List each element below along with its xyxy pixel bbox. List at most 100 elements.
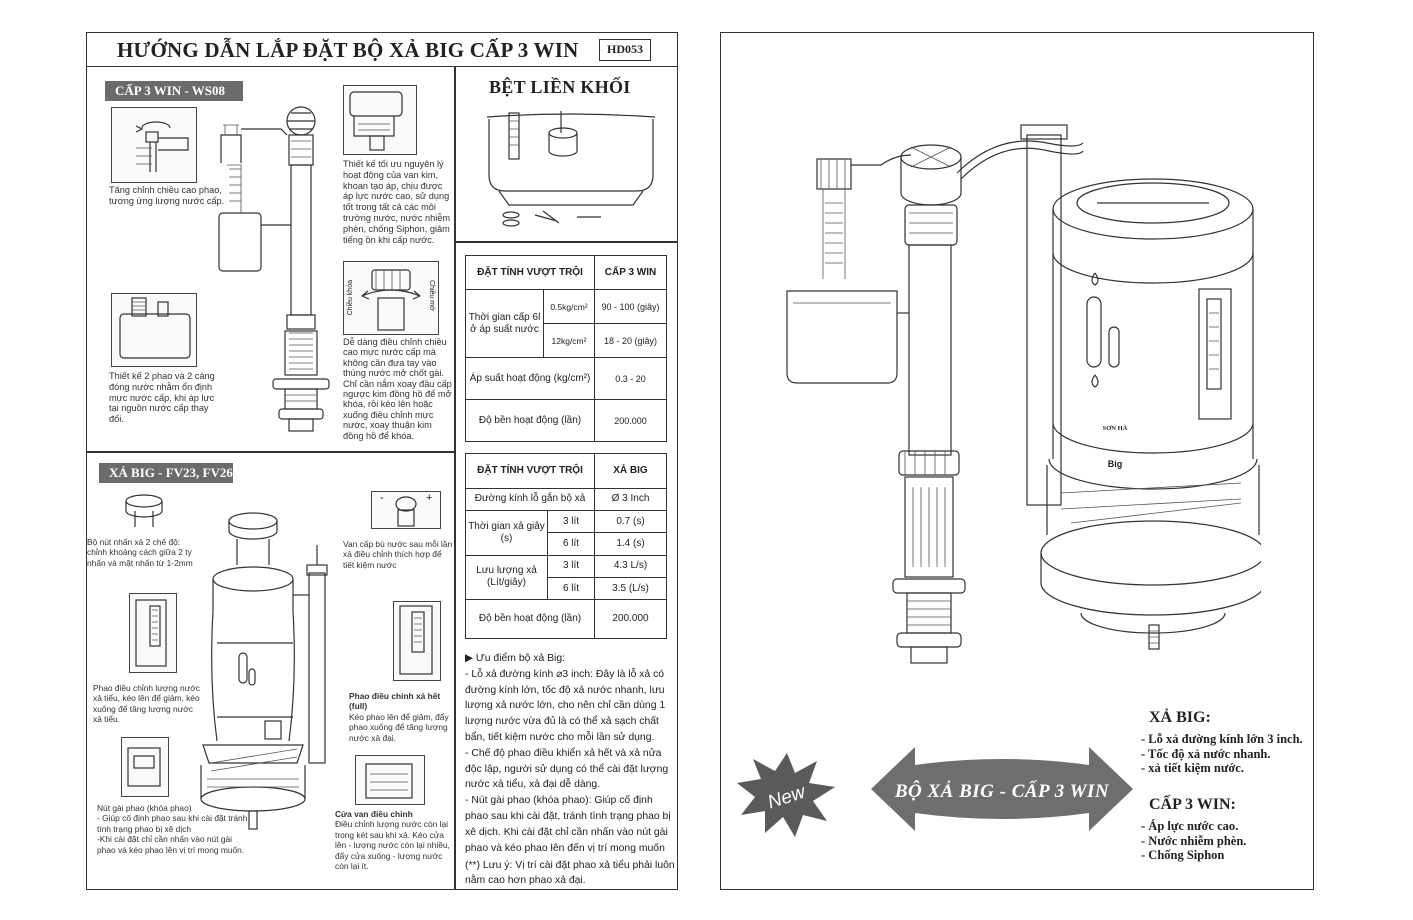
fill-valve-drawing: [218, 106, 330, 432]
refill-valve-icon: [395, 496, 417, 527]
feature-xa-list: - Lỗ xả đường kính lớn 3 inch. - Tốc độ …: [1141, 732, 1313, 776]
button-detail-thumbnail: [119, 487, 169, 533]
banner-shape: [871, 747, 1133, 831]
open-direction-label: Chiều mở: [428, 280, 435, 311]
new-badge: New: [737, 753, 835, 837]
table1-time-low: 90 - 100 (giây): [594, 289, 667, 324]
rotate-arrow-icon: [361, 269, 421, 331]
advantages-note: (**) Lưu ý: Vị trí cài đặt phao xả tiểu …: [465, 860, 675, 886]
note-button: Bộ nút nhấn xả 2 chế độ: chỉnh khoảng cá…: [87, 537, 193, 568]
brand-logo-big: Big: [1107, 459, 1123, 469]
feature-xa-item-3: - xả tiết kiệm nước.: [1141, 761, 1244, 775]
small-float-thumbnail: [129, 593, 177, 673]
promo-sheet: SƠN HÀ Big New BỘ XẢ BIG - CẤP 3 WIN XẢ …: [720, 32, 1314, 890]
table1-fill-time-label: Thời gian cấp 6l ở áp suất nước: [465, 289, 544, 358]
table2-flow-3l-value: 4.3 L/s): [594, 554, 667, 578]
right-section-divider: [455, 241, 677, 243]
table2-diameter-label: Đường kính lỗ gắn bộ xả: [465, 487, 595, 511]
starburst-shape: [737, 753, 835, 837]
table1-pressure-value: 0.3 - 20: [594, 357, 667, 400]
table2-flush-time-3l-value: 0.7 (s): [594, 509, 667, 534]
table1-durability-label: Độ bền hoạt động (lần): [465, 399, 595, 442]
feature-cap-title: CẤP 3 WIN:: [1149, 796, 1236, 813]
page-title: HƯỚNG DẪN LẮP ĐẶT BỘ XẢ BIG CẤP 3 WIN: [117, 38, 579, 62]
flush-valve-drawing: [200, 512, 328, 830]
left-section-divider: [87, 451, 455, 453]
full-float-icon: [399, 605, 433, 675]
valve-detail-thumbnail: [343, 85, 417, 155]
table1-pressure-high: 12kg/cm²: [543, 323, 595, 358]
full-float-thumbnail: [393, 601, 441, 681]
table1-pressure-low: 0.5kg/cm²: [543, 289, 595, 324]
two-float-icon: [119, 297, 191, 359]
note-door-valve: Cửa van điều chỉnh Điều chỉnh lượng nước…: [335, 809, 453, 871]
model-code: HD053: [599, 39, 651, 61]
table2-durability-label: Độ bền hoạt động (lần): [465, 599, 595, 639]
column-divider: [454, 67, 456, 889]
product-banner: BỘ XẢ BIG - CẤP 3 WIN: [871, 747, 1133, 831]
instruction-sheet: HƯỚNG DẪN LẮP ĐẶT BỘ XẢ BIG CẤP 3 WIN HD…: [86, 32, 678, 890]
table2-durability-value: 200.000: [594, 599, 667, 639]
note-design: Thiết kế tối ưu nguyên lý hoạt động của …: [343, 159, 450, 245]
table2-flow-label: Lưu lượng xả (Lít/giây): [465, 554, 548, 601]
advantage-1: - Lỗ xả đường kính ⌀3 inch: Đây là lỗ xả…: [465, 668, 666, 743]
float-adjust-icon: [135, 121, 189, 172]
table2-flush-time-6l: 6 lít: [547, 532, 595, 556]
float-lock-icon: [127, 747, 161, 787]
advantages-block: ▶ Ưu điểm bộ xả Big: - Lỗ xả đường kính …: [465, 651, 677, 888]
lock-direction-label: Chiều khóa: [347, 280, 354, 316]
note-rotate: Dễ dàng điều chỉnh chiều cao mực nước cấ…: [343, 337, 452, 441]
feature-cap-item-2: - Nước nhiễm phèn.: [1141, 833, 1247, 848]
note-float-small: Phao điều chỉnh lượng nước xả tiểu, kéo …: [93, 683, 200, 725]
section-label-cap3: CẤP 3 WIN - WS08: [105, 81, 243, 101]
toilet-tank-drawing: [486, 111, 656, 227]
section-label-xa: XẢ BIG - FV23, FV26: [99, 463, 233, 483]
brand-logo: SƠN HÀ: [1102, 425, 1128, 432]
table1-pressure-label: Áp suất hoạt động (kg/cm²): [465, 357, 595, 400]
door-valve-icon: [365, 763, 413, 799]
title-bar: HƯỚNG DẪN LẮP ĐẶT BỘ XẢ BIG CẤP 3 WIN HD…: [87, 33, 677, 67]
table1-durability-value: 200.000: [594, 399, 667, 442]
minus-sign: -: [380, 492, 384, 504]
float-lock-line-2: -Khi cài đặt chỉ cần nhấn vào nút gài ph…: [97, 834, 245, 855]
refill-valve-thumbnail: - +: [371, 491, 441, 529]
product-illustration: [786, 124, 1261, 664]
float-adjust-thumbnail: [111, 107, 197, 183]
two-float-thumbnail: [111, 293, 197, 367]
valve-detail-icon: [349, 91, 403, 151]
table2-flush-time-label: Thời gian xả giây (s): [465, 509, 548, 556]
table1-time-high: 18 - 20 (giây): [594, 323, 667, 358]
table2-header-1: ĐẶT TÍNH VƯỢT TRỘI: [465, 453, 595, 489]
fill-valve-spec-table: ĐẶT TÍNH VƯỢT TRỘI CẤP 3 WIN Thời gian c…: [465, 255, 667, 442]
feature-cap-item-1: - Áp lực nước cao.: [1141, 819, 1239, 833]
toilet-type-title: BỆT LIỀN KHỐI: [489, 77, 631, 97]
float-lock-thumbnail: [121, 737, 169, 797]
feature-xa-item-1: - Lỗ xả đường kính lớn 3 inch.: [1141, 732, 1303, 746]
note-float-full: Phao điều chỉnh xả hết (full) Kéo phao l…: [349, 691, 453, 743]
feature-xa-title: XẢ BIG:: [1149, 709, 1211, 726]
table2-flow-6l-value: 3.5 (L/s): [594, 576, 667, 601]
banner-text: BỘ XẢ BIG - CẤP 3 WIN: [894, 780, 1110, 802]
table2-flow-6l: 6 lít: [547, 576, 595, 601]
table2-header-2: XẢ BIG: [594, 453, 667, 489]
advantages-title: ▶ Ưu điểm bộ xả Big:: [465, 653, 566, 664]
door-valve-title: Cửa van điều chỉnh: [335, 809, 413, 819]
note-two-float: Thiết kế 2 phao và 2 càng đóng nước nhằm…: [109, 371, 215, 425]
float-lock-line-1: - Giúp cố định phao sau khi cài đặt trán…: [97, 813, 248, 834]
feature-cap-item-3: - Chống Siphon: [1141, 848, 1225, 862]
table2-flush-time-3l: 3 lít: [547, 509, 595, 534]
table2-diameter-value: Ø 3 Inch: [594, 487, 667, 511]
door-valve-thumbnail: [355, 755, 425, 805]
flush-valve-spec-table: ĐẶT TÍNH VƯỢT TRỘI XẢ BIG Đường kính lỗ …: [465, 453, 667, 639]
float-full-text: Kéo phao lên để giảm, đẩy phao xuống để …: [349, 711, 449, 743]
small-float-icon: [135, 599, 167, 667]
advantage-3: - Nút gài phao (khóa phao): Giúp cố định…: [465, 795, 671, 854]
plus-sign: +: [426, 492, 433, 504]
advantage-2: - Chế độ phao điều khiển xả hết và xả nử…: [465, 747, 669, 791]
feature-xa-item-2: - Tốc độ xả nước nhanh.: [1141, 746, 1271, 761]
flush-button-icon: [125, 494, 163, 527]
table2-flush-time-6l-value: 1.4 (s): [594, 532, 667, 556]
float-lock-title: Nút gài phao (khóa phao): [97, 803, 192, 813]
note-float-lock: Nút gài phao (khóa phao) - Giúp cố định …: [97, 803, 251, 855]
note-float-adjust: Tăng chỉnh chiều cao phao, tương ứng lượ…: [109, 185, 225, 206]
